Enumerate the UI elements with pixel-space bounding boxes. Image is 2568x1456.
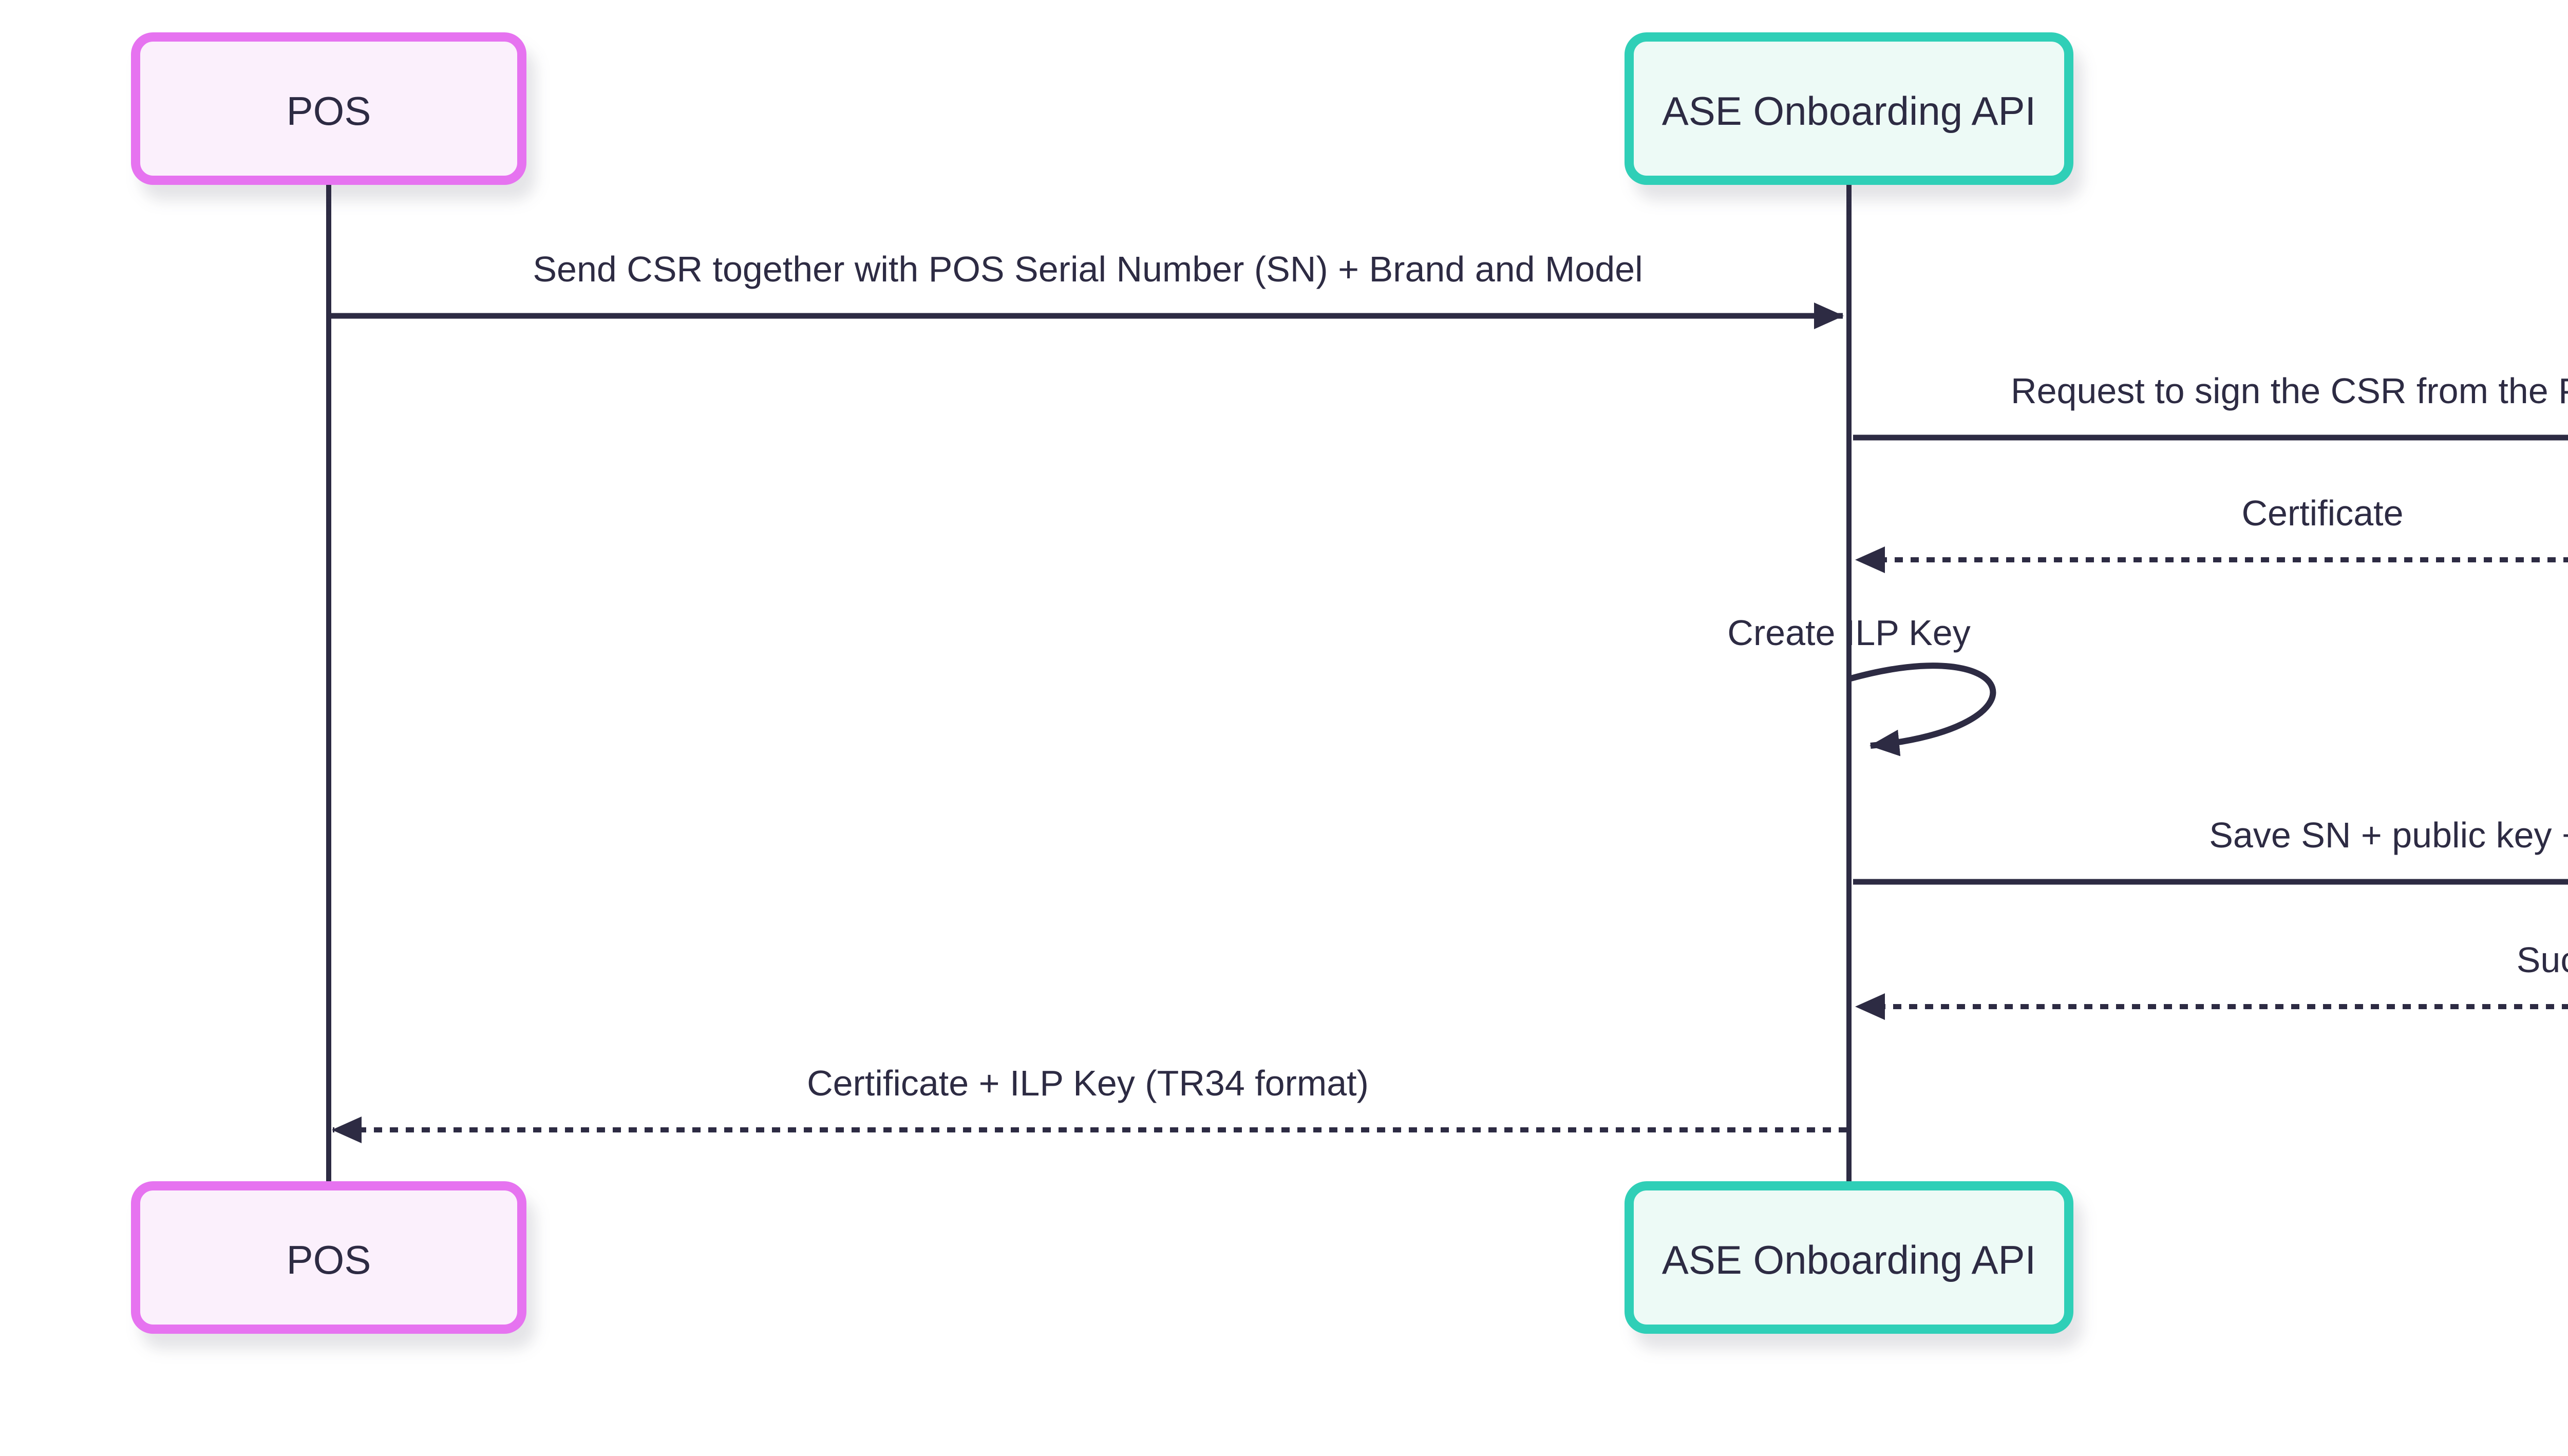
actor-top-pos-rect [131,32,526,185]
actor-top-ase-onboarding-api: ASE Onboarding API [1625,32,2073,185]
actor-top-pos-label: POS [287,88,371,134]
actor-bottom-ase-onboarding-api: ASE Onboarding API [1625,1181,2073,1334]
actor-bottom-ase-onboarding-api-rect [1625,1181,2073,1334]
message-5-label: Save SN + public key + ILP Key (Terminal… [2209,815,2568,855]
actor-top-ase-onboarding-api-label: ASE Onboarding API [1662,88,2036,134]
message-6-label: Success [2517,940,2568,980]
message-2-label: Request to sign the CSR from the POS [2011,371,2568,411]
message-4-label: Create ILP Key [1727,613,1970,653]
message-3-label: Certificate [2241,493,2403,533]
message-7-label: Certificate + ILP Key (TR34 format) [807,1063,1369,1103]
actor-bottom-pos: POS [131,1181,526,1334]
actor-bottom-pos-rect [131,1181,526,1334]
actor-top-pos: POS [131,32,526,185]
actor-bottom-ase-onboarding-api-label: ASE Onboarding API [1662,1237,2036,1282]
message-1-label: Send CSR together with POS Serial Number… [533,249,1642,289]
actor-top-ase-onboarding-api-rect [1625,32,2073,185]
actor-bottom-pos-label: POS [287,1237,371,1282]
message-4-self-loop-arrow [1848,663,1996,757]
